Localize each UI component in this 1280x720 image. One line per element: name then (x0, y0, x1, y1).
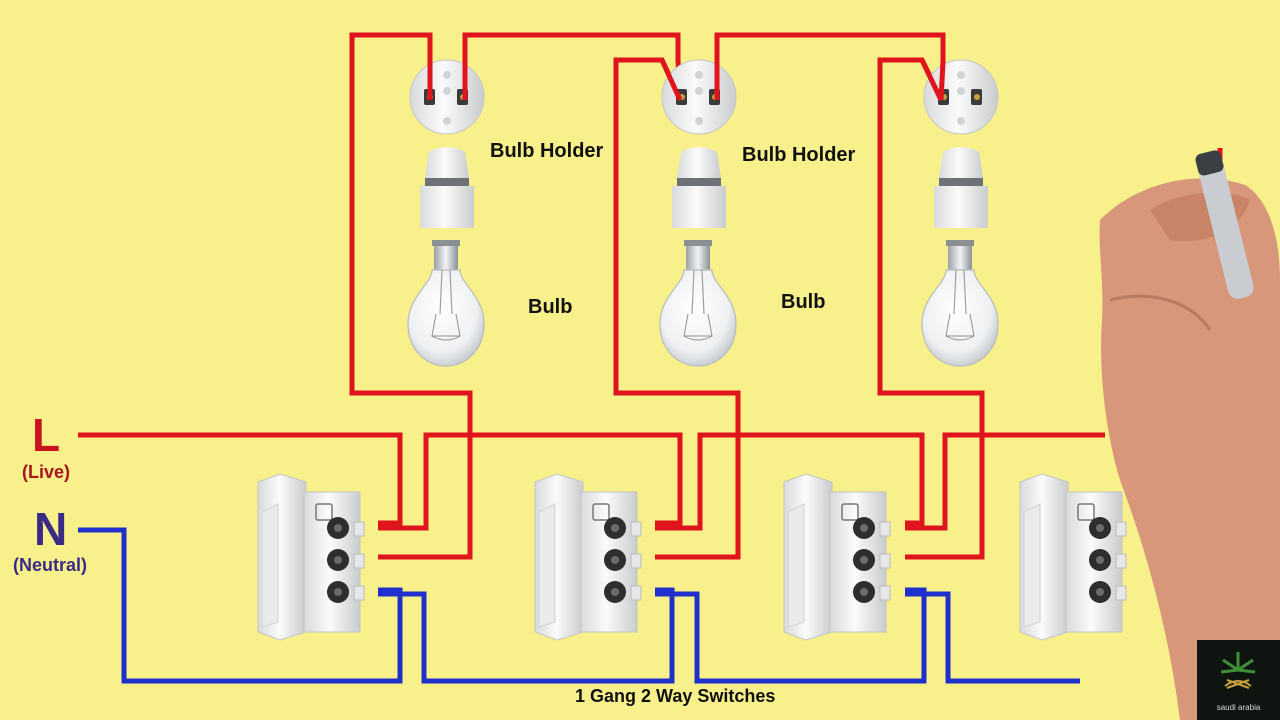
switch-2 (534, 473, 642, 641)
holder-top-2 (661, 59, 737, 135)
live-label: (Live) (22, 462, 71, 482)
bulb-holder-label-2: Bulb Holder (742, 144, 856, 166)
logo-text: saudi arabia (1216, 703, 1261, 712)
neutral-label: (Neutral) (13, 555, 88, 575)
bulb-1 (407, 239, 485, 367)
palm-emblem-icon (1220, 652, 1256, 689)
bulb-2 (659, 239, 737, 367)
holder-body-3 (934, 147, 988, 228)
switches-caption: 1 Gang 2 Way Switches (575, 686, 776, 706)
channel-logo: saudi arabia (1197, 640, 1280, 720)
bulb-holder-label-1: Bulb Holder (490, 140, 604, 162)
hand-with-marker (1099, 150, 1280, 720)
neutral-wires (78, 527, 1080, 684)
holder-body-2 (672, 147, 726, 228)
bulb-label-2: Bulb (781, 291, 826, 313)
holder-top-3 (923, 59, 999, 135)
switch-3 (783, 473, 891, 641)
bulb-label-1: Bulb (528, 296, 573, 318)
live-letter: L (32, 409, 61, 461)
holder-top-1 (409, 59, 485, 135)
switch-4 (1019, 473, 1127, 641)
holder-body-1 (420, 147, 474, 228)
bulb-3 (921, 239, 999, 367)
switch-1 (257, 473, 365, 641)
neutral-letter: N (34, 503, 68, 555)
